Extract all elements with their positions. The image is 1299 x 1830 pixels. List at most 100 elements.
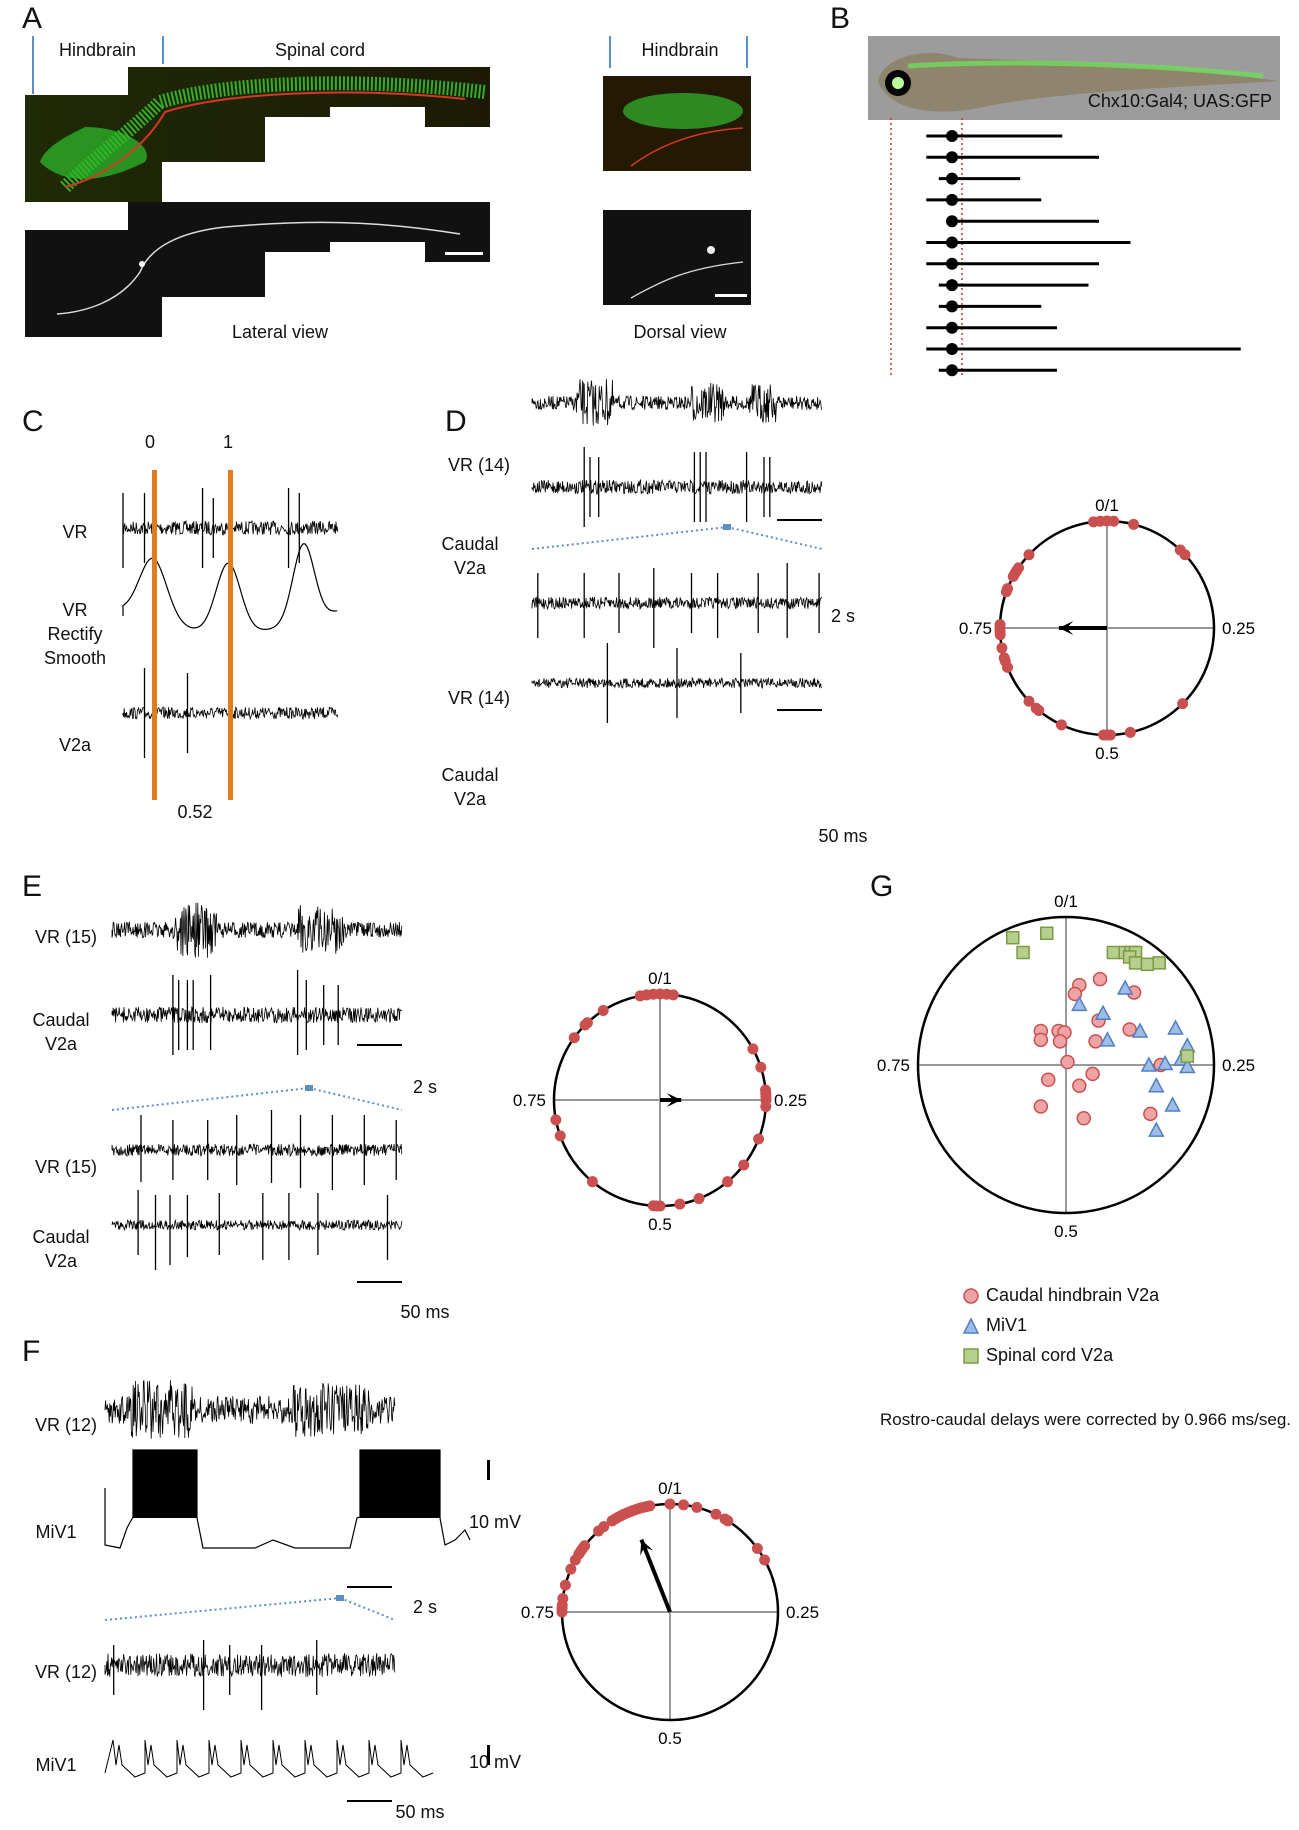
zoom-guide-line	[339, 1597, 396, 1621]
panel-label-a: A	[22, 2, 43, 35]
tick-label-left: 0.75	[877, 1056, 910, 1075]
region-boundary-line	[162, 36, 164, 64]
tick-label-left: 0.75	[513, 1091, 546, 1110]
projection-rows	[890, 118, 1241, 378]
cycle-mark-1: 1	[222, 432, 233, 452]
scale-bar-label: 2 s	[412, 1077, 437, 1097]
data-point-circle	[1072, 1078, 1087, 1093]
recording-traces-d	[531, 379, 823, 723]
data-point-circle	[1052, 1034, 1068, 1049]
data-point-square	[1152, 956, 1166, 970]
trace-label: Caudal V2a	[441, 534, 499, 578]
data-point-triangle	[1164, 1096, 1181, 1112]
arrow-head	[1058, 621, 1074, 635]
phase-point	[1088, 516, 1100, 528]
trace-label: VR (15)	[34, 927, 97, 947]
soma-position-dot	[946, 130, 958, 142]
miv1-burst	[133, 1450, 197, 1518]
data-point-triangle	[1116, 979, 1134, 995]
legend-item: Spinal cord V2a	[962, 1345, 1113, 1366]
phase-point	[579, 1019, 591, 1031]
region-boundary-line	[609, 36, 611, 68]
voltage-scale-bar	[487, 1745, 490, 1765]
tick-label-left: 0.75	[521, 1603, 554, 1622]
legend-label: Spinal cord V2a	[986, 1345, 1114, 1365]
trace-label: VR (12)	[34, 1415, 97, 1435]
scale-bar-label: 2 s	[412, 1597, 437, 1617]
tick-label-right: 0.25	[774, 1091, 807, 1110]
trace-label: VR	[62, 522, 88, 542]
data-point-triangle	[1148, 1121, 1165, 1137]
voltage-scale-bar	[487, 1460, 490, 1480]
v2a-fast-trace	[111, 1219, 403, 1232]
larva-image: Chx10:Gal4; UAS:GFP	[868, 36, 1280, 120]
phase-point	[1007, 570, 1019, 582]
cycle-mark-0: 0	[144, 432, 155, 452]
trace-label: VR (14)	[447, 455, 510, 475]
phase-point	[667, 989, 679, 1001]
zoom-guide-line	[531, 526, 728, 550]
data-point-circle	[1040, 1072, 1056, 1088]
phase-point	[565, 1563, 577, 1575]
phase-point	[674, 1198, 686, 1210]
phase-point	[760, 1101, 772, 1113]
phase-method-traces	[122, 470, 339, 800]
data-point-triangle	[1099, 1031, 1116, 1047]
phase-point	[1023, 549, 1035, 561]
trace-label: Caudal V2a	[32, 1010, 90, 1054]
circle-marker-icon	[963, 1287, 979, 1304]
legend-item: Caudal hindbrain V2a	[962, 1285, 1159, 1306]
tick-label-bottom: 0.5	[658, 1729, 682, 1748]
recording-traces-e	[111, 902, 403, 1283]
trace-label: VR Rectify Smooth	[43, 600, 107, 668]
caption-dorsal-view: Dorsal view	[633, 322, 727, 342]
phase-point	[751, 1543, 763, 1555]
trace-label: Caudal V2a	[441, 765, 499, 809]
trace-label: MiV1	[35, 1755, 77, 1775]
phase-point	[569, 1554, 581, 1566]
phase-point	[1179, 549, 1191, 561]
data-point-square	[1106, 945, 1121, 960]
data-point-circle	[1076, 1111, 1092, 1126]
correction-note: Rostro-caudal delays were corrected by 0…	[880, 1410, 1292, 1429]
phase-point	[755, 1061, 767, 1073]
data-point-square	[1040, 926, 1054, 941]
data-point-circle	[1067, 986, 1083, 1002]
soma-position-dot	[946, 364, 958, 377]
tick-label-bottom: 0.5	[1054, 1222, 1078, 1241]
voltage-scale-label: 10 mV	[468, 1512, 522, 1532]
zoom-window-marker	[336, 1595, 344, 1601]
phase-point	[738, 1159, 750, 1171]
phase-point	[606, 1515, 618, 1527]
tick-label-left: 0.75	[959, 619, 992, 638]
phase-point	[996, 642, 1008, 654]
phase-point	[647, 1200, 659, 1212]
soma-position-dot	[946, 279, 958, 292]
trace-label: VR (12)	[34, 1662, 97, 1682]
recording-traces-f	[104, 1380, 490, 1802]
panel-label-f: F	[22, 1335, 41, 1368]
panel-label-c: C	[22, 405, 44, 438]
vr-fast-trace	[104, 1653, 396, 1677]
caption-lateral-view: Lateral view	[231, 322, 329, 342]
legend-item: MiV1	[962, 1315, 1027, 1336]
panel-label-g: G	[870, 870, 894, 903]
miv1-burst	[360, 1450, 440, 1518]
phase-point	[759, 1554, 771, 1566]
soma-position-dot	[946, 300, 958, 313]
soma-position-dot	[946, 151, 958, 164]
phase-point	[710, 1508, 722, 1520]
data-point-circle	[1085, 1066, 1100, 1082]
dorsal-fluorescence-image	[603, 76, 751, 171]
soma-position-dot	[946, 236, 958, 249]
dorsal-fill-image	[603, 210, 751, 305]
phase-value: 0.52	[177, 802, 213, 822]
tick-label-bottom: 0.5	[648, 1215, 672, 1234]
square-marker-icon	[963, 1347, 979, 1364]
phase-point	[597, 1005, 609, 1017]
phase-point	[1108, 515, 1120, 527]
tick-label-right: 0.25	[1222, 1056, 1255, 1075]
